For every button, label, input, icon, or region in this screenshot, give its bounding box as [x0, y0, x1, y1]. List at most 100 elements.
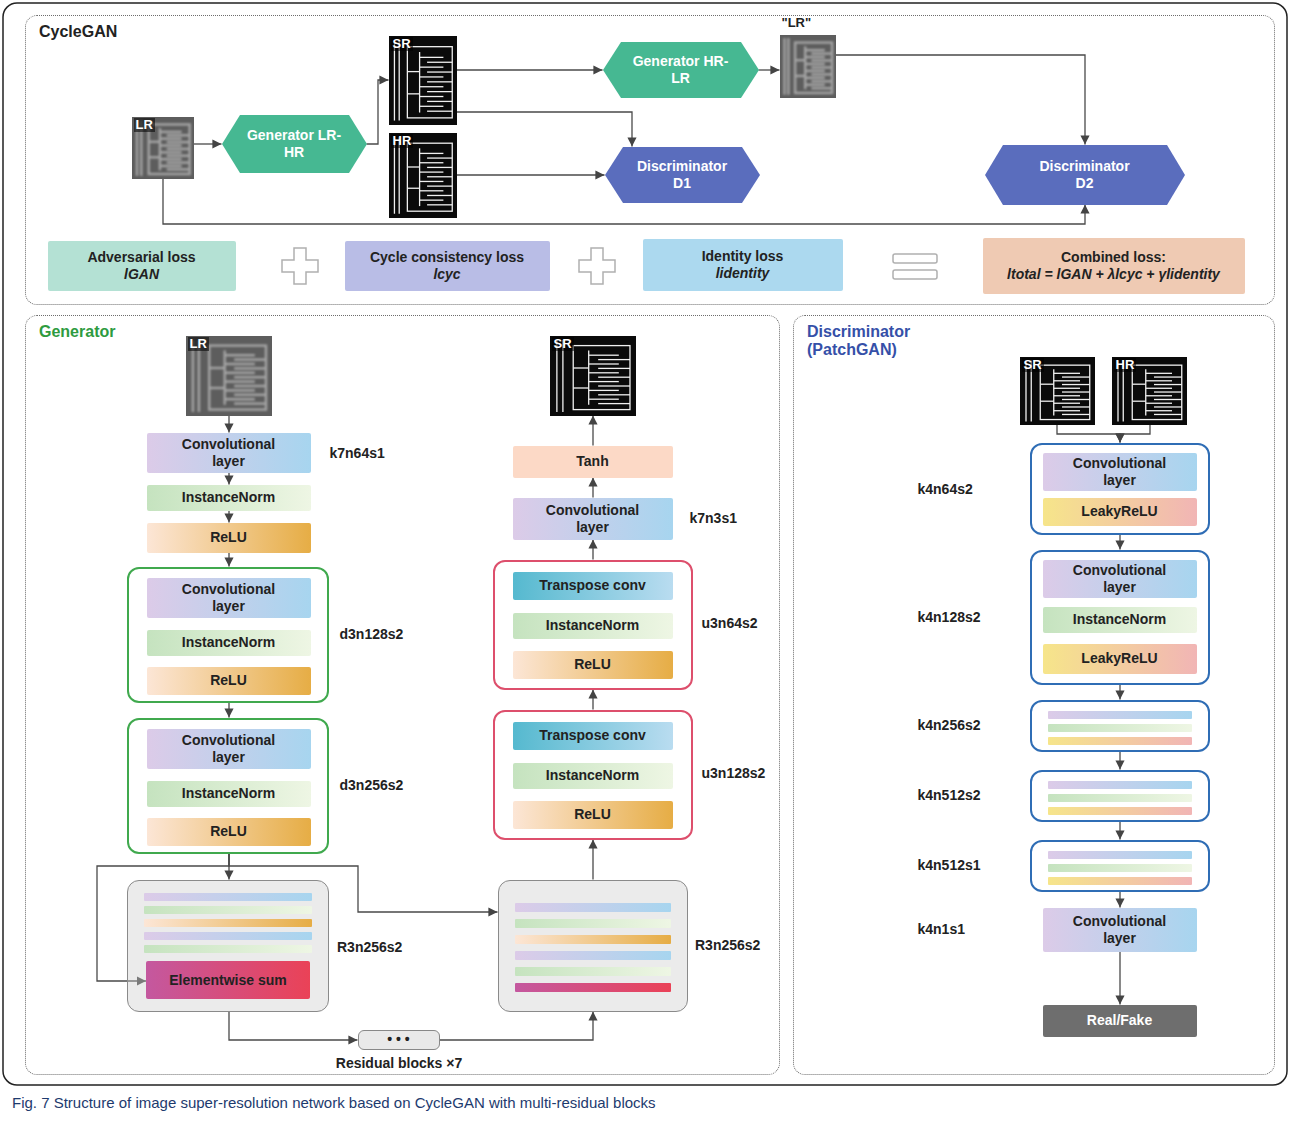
layer-group: u3n64s2Transpose convInstanceNormReLU: [493, 560, 693, 690]
layer-box: Adversarial losslGAN: [48, 241, 236, 291]
node-text: ltotal = lGAN + λlcyc + γlidentity: [1007, 266, 1220, 282]
hexagon-block: Discriminator D1: [605, 147, 760, 203]
layer-group: k4n512s2: [1030, 770, 1210, 822]
layer-spec: u3n64s2: [702, 615, 758, 631]
text-holder: Combined loss:ltotal = lGAN + λlcyc + γl…: [983, 238, 1245, 294]
layer-box: Convolutional layer: [147, 578, 311, 618]
connector-arrow: [457, 69, 603, 70]
layer-box: ReLU: [147, 818, 311, 846]
layer-bar: [515, 919, 671, 928]
layer-box: InstanceNorm: [513, 763, 673, 789]
image-label: LR: [188, 337, 209, 352]
connector-arrow: [194, 143, 222, 144]
connector-arrow: [228, 473, 229, 485]
layer-spec: k4n64s2: [918, 481, 973, 497]
layer-bar: [1048, 877, 1192, 885]
layer-box: Combined loss:ltotal = lGAN + λlcyc + γl…: [983, 238, 1245, 294]
image-tile: "LR": [780, 35, 836, 98]
connector-arrow: [1119, 822, 1120, 840]
equals-symbol: [893, 270, 937, 279]
node-text: Elementwise sum: [169, 972, 287, 988]
layer-bar: [515, 951, 671, 960]
text-holder: • • •: [359, 1031, 439, 1049]
layer-box: InstanceNorm: [513, 613, 673, 639]
text-holder: InstanceNorm: [513, 763, 673, 789]
layer-box: ReLU: [513, 651, 673, 679]
layer-group: d3n256s2Convolutional layerInstanceNormR…: [127, 718, 329, 854]
image-label: SR: [552, 337, 574, 352]
text-holder: LeakyReLU: [1043, 644, 1197, 674]
layer-spec: k7n3s1: [690, 510, 737, 526]
text-holder: ReLU: [513, 801, 673, 829]
panel-heading: Discriminator (PatchGAN): [807, 323, 957, 360]
layer-group: k4n512s1: [1030, 840, 1210, 892]
layer-bar: [144, 906, 312, 914]
text-holder: ReLU: [147, 818, 311, 846]
node-text: Tanh: [576, 453, 608, 469]
layer-box: Transpose conv: [513, 572, 673, 600]
layer-bar: [1048, 724, 1192, 732]
layer-box: Convolutional layer: [147, 729, 311, 769]
connector-arrow: [1119, 535, 1120, 550]
text-holder: Convolutional layer: [1043, 453, 1197, 491]
node-text: Convolutional layer: [1060, 913, 1180, 945]
text-holder: Convolutional layer: [147, 433, 311, 473]
layer-bar: [515, 935, 671, 944]
connector-arrow: [228, 703, 229, 718]
layer-box: ReLU: [147, 523, 311, 553]
node-text: Discriminator D2: [1030, 158, 1140, 190]
connector-arrow: [229, 1012, 358, 1041]
node-text: InstanceNorm: [182, 489, 275, 505]
layer-group: k4n64s2Convolutional layerLeakyReLU: [1030, 443, 1210, 535]
text-holder: Cycle consistency losslcyc: [345, 241, 550, 291]
node-text: InstanceNorm: [182, 785, 275, 801]
layer-group: u3n128s2Transpose convInstanceNormReLU: [493, 710, 693, 840]
panel-heading: Generator: [39, 323, 115, 341]
layer-spec: u3n128s2: [702, 765, 766, 781]
text-holder: InstanceNorm: [147, 485, 311, 511]
hexagon-block: Generator LR-HR: [222, 115, 367, 173]
layer-spec: k4n512s1: [918, 857, 981, 873]
layer-box: Elementwise sum: [146, 961, 310, 999]
layer-bar: [515, 903, 671, 912]
text-holder: Transpose conv: [513, 572, 673, 600]
layer-box: ReLU: [147, 667, 311, 695]
layer-spec: d3n128s2: [340, 626, 404, 642]
node-text: InstanceNorm: [546, 617, 639, 633]
node-text: Convolutional layer: [169, 436, 289, 468]
image-label: HR: [1114, 358, 1137, 373]
layer-bar: [1048, 737, 1192, 745]
text-holder: ReLU: [147, 667, 311, 695]
node-text: Cycle consistency loss: [370, 249, 524, 265]
node-text: Discriminator D1: [627, 158, 737, 190]
node-text: ReLU: [210, 823, 247, 839]
layer-box: Convolutional layer: [1043, 453, 1197, 491]
node-text: lidentity: [716, 265, 770, 281]
layer-box: Convolutional layerk4n1s1: [1043, 908, 1197, 952]
connector-arrow: [367, 80, 389, 144]
node-text: Real/Fake: [1087, 1012, 1152, 1028]
layer-bar: [515, 967, 671, 976]
text-holder: InstanceNorm: [1043, 607, 1197, 633]
text-holder: Tanh: [513, 446, 673, 478]
text-holder: ReLU: [147, 523, 311, 553]
layer-box: Tanh: [513, 446, 673, 478]
layer-spec: k4n1s1: [918, 921, 965, 937]
connector-arrow: [592, 690, 593, 710]
connector-arrow: [1119, 952, 1120, 1005]
ellipsis-box: • • •: [358, 1030, 440, 1050]
layer-box: ReLU: [513, 801, 673, 829]
layer-bar: [144, 893, 312, 901]
node-text: ReLU: [210, 529, 247, 545]
connector-arrow: [836, 55, 1086, 145]
text-holder: Transpose conv: [513, 722, 673, 750]
text-holder: Convolutional layer: [1043, 560, 1197, 598]
text-holder: Generator HR-LR: [603, 42, 759, 98]
node-text: Generator LR-HR: [244, 127, 344, 159]
image-label: HR: [391, 134, 414, 149]
text-holder: InstanceNorm: [147, 630, 311, 656]
layer-box: InstanceNorm: [147, 630, 311, 656]
node-text: Generator HR-LR: [631, 53, 731, 85]
connector-arrow: [1119, 752, 1120, 770]
